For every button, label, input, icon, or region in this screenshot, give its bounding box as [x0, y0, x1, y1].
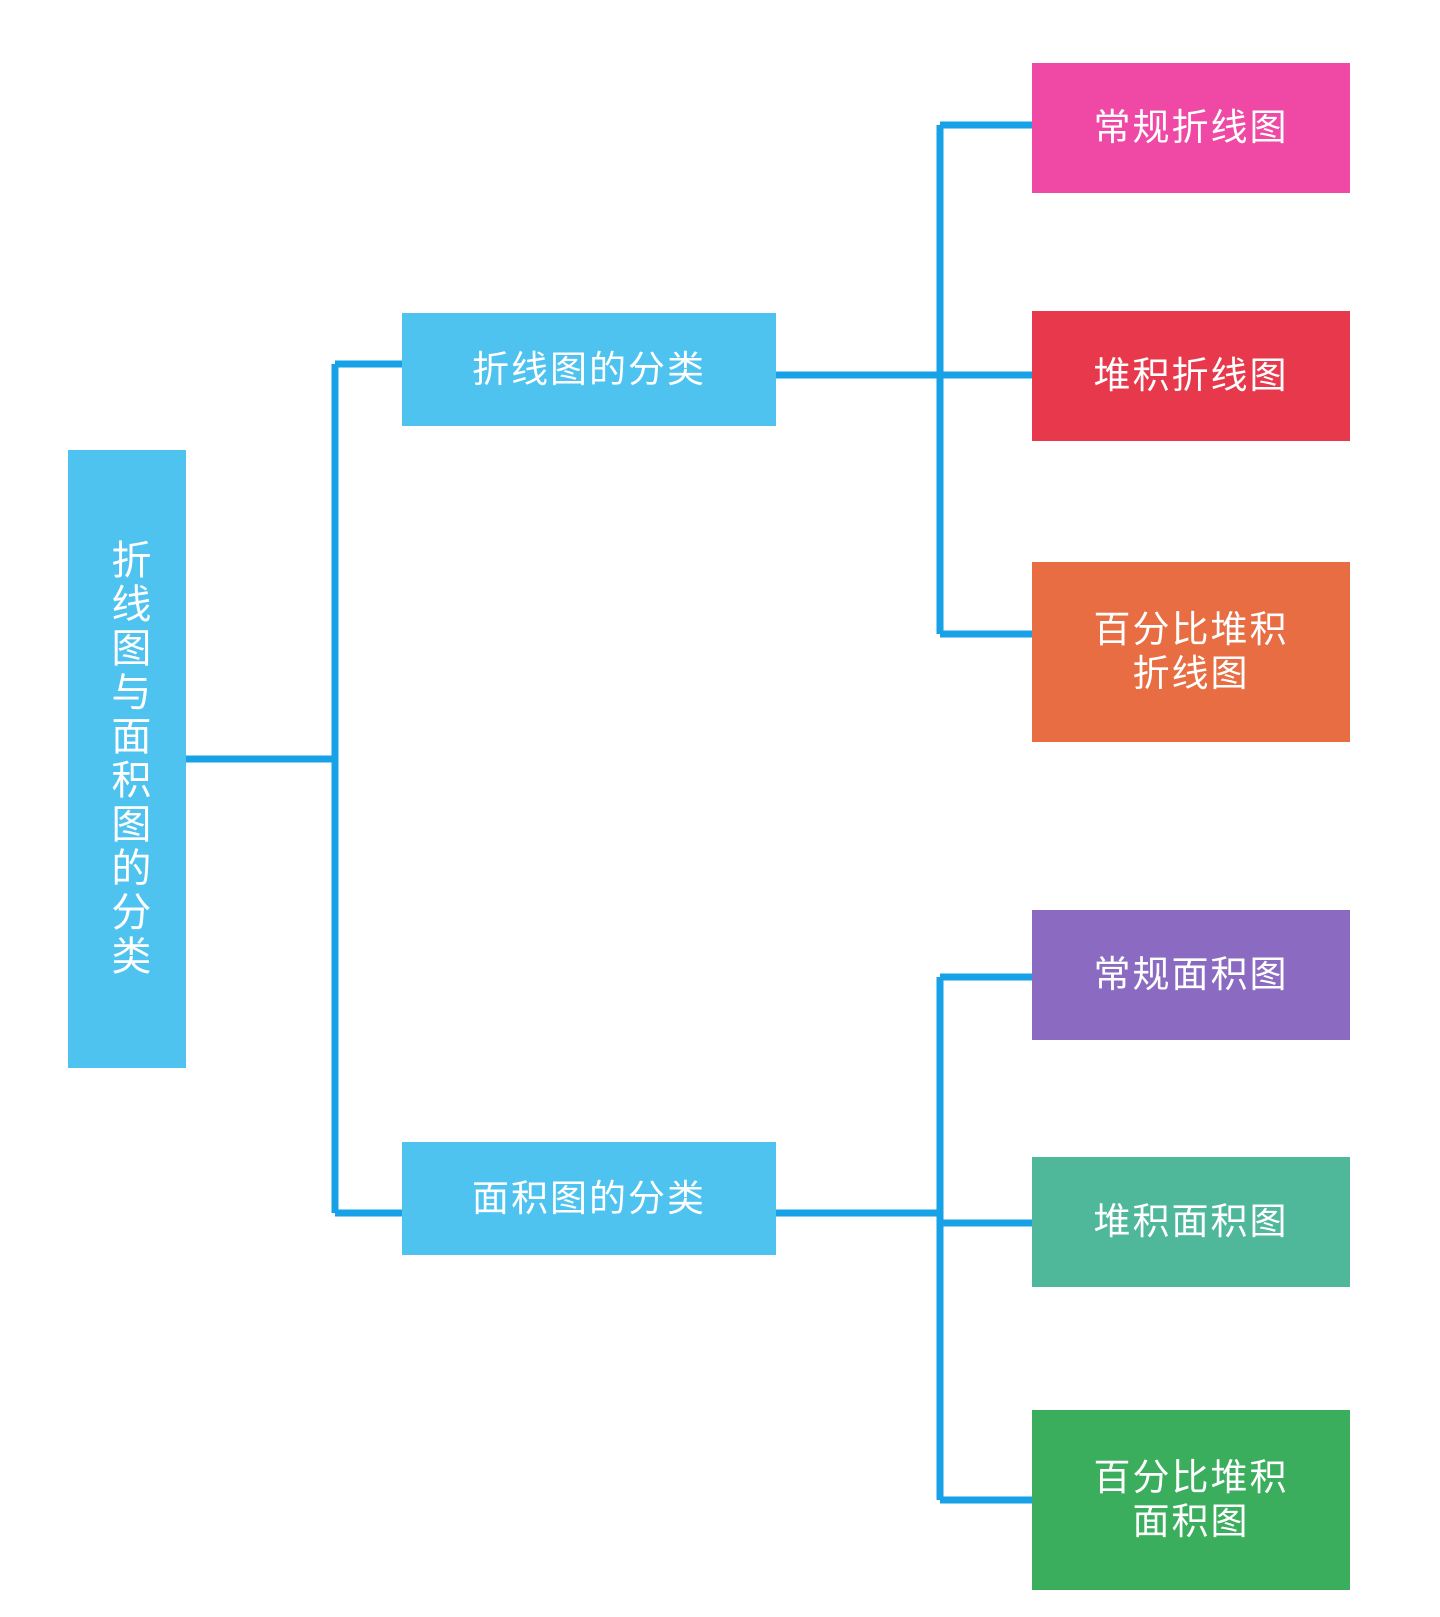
leaf-node-percent-stacked-line-chart[interactable]: 百分比堆积 折线图 [1032, 562, 1350, 742]
leaf-node-percent-stacked-area-chart[interactable]: 百分比堆积 面积图 [1032, 1410, 1350, 1590]
branch-node-line-chart-category[interactable]: 折线图的分类 [402, 313, 776, 426]
leaf-node-stacked-area-chart-label: 堆积面积图 [1093, 1201, 1289, 1243]
branch-node-area-chart-category-label: 面积图的分类 [472, 1177, 706, 1219]
root-node[interactable]: 折线图与面积图的分类 [68, 450, 186, 1068]
branch-node-line-chart-category-label: 折线图的分类 [472, 348, 706, 390]
branch-node-area-chart-category[interactable]: 面积图的分类 [402, 1142, 776, 1255]
leaf-node-percent-stacked-area-chart-label: 百分比堆积 面积图 [1093, 1457, 1289, 1542]
leaf-node-percent-stacked-line-chart-label: 百分比堆积 折线图 [1093, 609, 1289, 694]
root-node-label: 折线图与面积图的分类 [105, 539, 150, 979]
leaf-node-stacked-area-chart[interactable]: 堆积面积图 [1032, 1157, 1350, 1287]
leaf-node-normal-line-chart-label: 常规折线图 [1093, 107, 1289, 149]
leaf-node-stacked-line-chart[interactable]: 堆积折线图 [1032, 311, 1350, 441]
leaf-node-stacked-line-chart-label: 堆积折线图 [1093, 355, 1289, 397]
leaf-node-normal-area-chart[interactable]: 常规面积图 [1032, 910, 1350, 1040]
leaf-node-normal-area-chart-label: 常规面积图 [1093, 954, 1289, 996]
leaf-node-normal-line-chart[interactable]: 常规折线图 [1032, 63, 1350, 193]
